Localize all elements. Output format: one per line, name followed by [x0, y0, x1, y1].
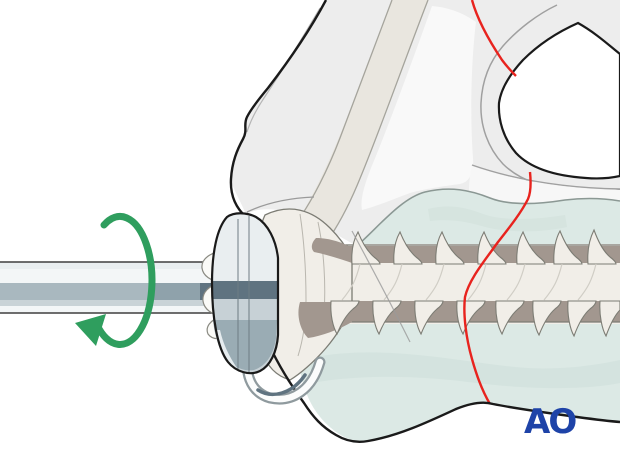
washer-slate-band [212, 281, 278, 299]
washer-bottom-highlight [215, 330, 237, 368]
shaft-core-band-dark [150, 283, 216, 300]
screwdriver-shaft [0, 261, 216, 314]
rotation-arrow-arc [93, 212, 156, 348]
contour-under-foramen [471, 164, 620, 190]
thread-flights-top [351, 228, 617, 265]
screwdriver [0, 212, 280, 375]
rotation-arrow-icon [75, 212, 156, 348]
rotation-arrow-head [75, 314, 106, 346]
ao-logo: AO [524, 402, 576, 442]
cartilage-wave-shade [310, 352, 620, 389]
bone-outline-lower [270, 350, 620, 443]
screw-washer [210, 212, 280, 375]
thread-helix-lines [341, 263, 597, 301]
loop-accent-dark [256, 373, 307, 396]
screw-head-crease-1 [297, 213, 307, 357]
bone-fossa-highlight [361, 6, 476, 210]
head-thread-shadow-top [311, 238, 352, 263]
washer-outline [210, 212, 280, 375]
lag-screw [255, 208, 620, 381]
fracture-line-upper [470, 0, 517, 77]
cartilage-hump-shade [428, 206, 567, 232]
bone-contour-above-washer [246, 196, 315, 213]
band-edge-left [300, 0, 393, 217]
bone-body [229, 0, 620, 248]
fracture-line-lower [463, 171, 532, 405]
shaft-top-band [0, 262, 216, 269]
bone-diagonal-band [300, 0, 428, 238]
washer-top-light [212, 213, 278, 283]
bone-inner-contour [246, 7, 321, 133]
obturator-foramen [497, 21, 620, 180]
bone-contour-over-screw [351, 230, 411, 343]
cartilage-top-edge [359, 188, 620, 244]
band-edge-right [329, 0, 429, 238]
bone-outline-upper [229, 0, 328, 218]
shaft-lower-band [0, 300, 216, 306]
fracture-line [463, 0, 532, 405]
